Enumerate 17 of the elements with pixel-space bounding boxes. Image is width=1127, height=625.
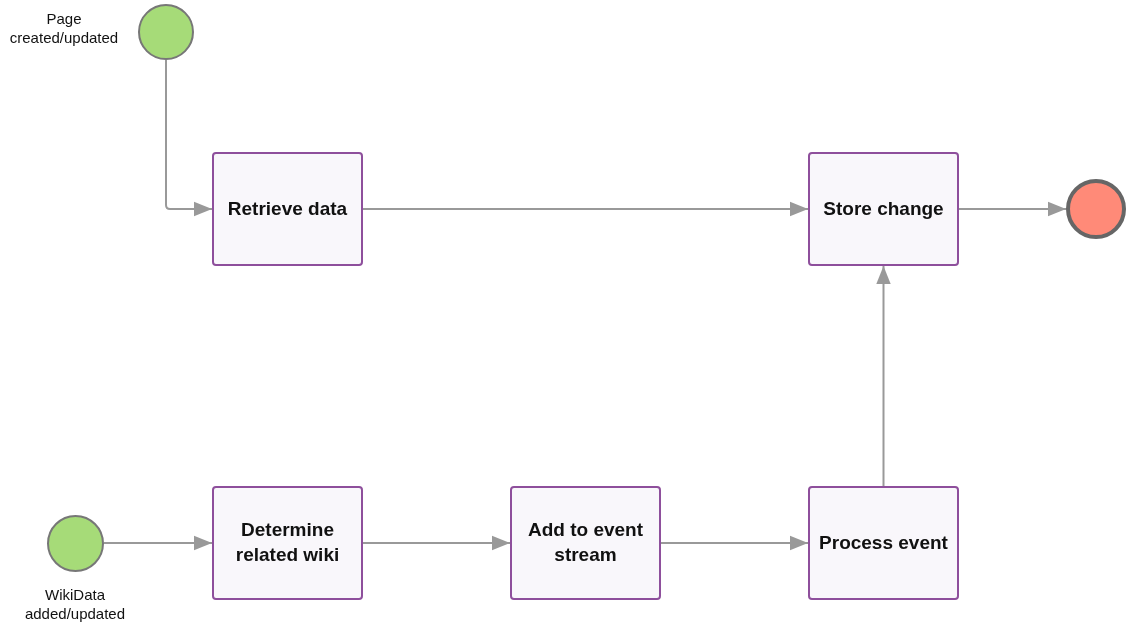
arrow	[958, 201, 1067, 217]
process-box: Retrieve data	[212, 152, 363, 266]
event-label: WikiData added/updated	[23, 586, 127, 624]
arrow	[165, 59, 213, 217]
arrow	[362, 201, 809, 217]
arrow	[660, 535, 809, 551]
process-box: Process event	[808, 486, 959, 600]
event-label: Page created/updated	[8, 10, 120, 48]
arrow	[362, 535, 511, 551]
arrow	[103, 535, 213, 551]
end-event-circle	[1066, 179, 1126, 239]
start-event-circle	[47, 515, 104, 572]
arrow	[876, 265, 891, 487]
process-box: Add to event stream	[510, 486, 661, 600]
process-box: Store change	[808, 152, 959, 266]
process-box: Determine related wiki	[212, 486, 363, 600]
start-event-circle	[138, 4, 194, 60]
